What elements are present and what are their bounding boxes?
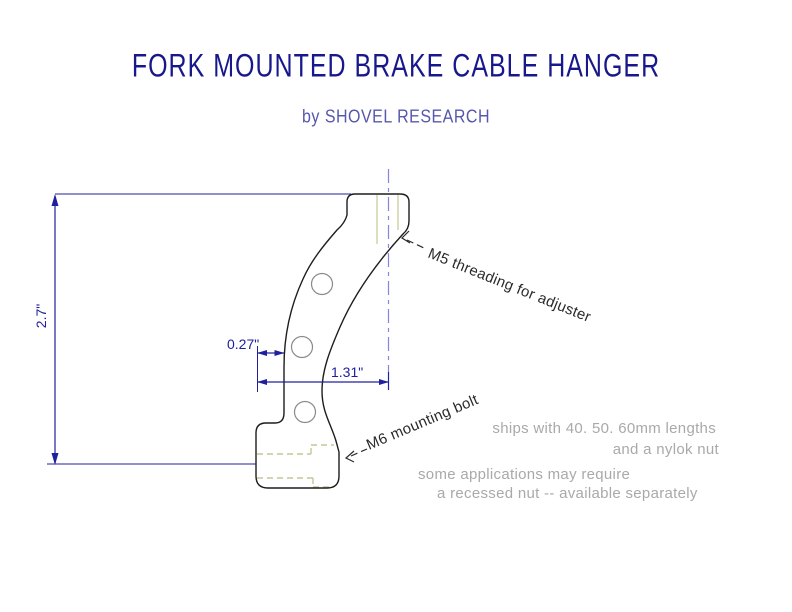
m6-leader-arrow-icon [344,450,355,463]
hidden-line-layer [257,195,399,488]
callout-m6-label: M6 mounting bolt [364,391,481,454]
part-layer [255,193,410,489]
m6-leader-dashes [350,448,368,457]
dim-height-arrow-up [51,194,59,206]
hole-layer [290,272,334,424]
dim-width-arrow-right [379,379,389,385]
dimension-text-layer: 2.7" 0.27" 1.31" [33,304,363,380]
hole-circle-middle [290,335,314,359]
dim-height-label: 2.7" [33,304,49,328]
note-apps-line1: some applications may require [418,466,630,483]
part-outline [255,193,410,489]
note-ships-line2: and a nylok nut [613,441,720,458]
page-subtitle: by SHOVEL RESEARCH [301,107,490,128]
dim-width-arrow-left [257,379,267,385]
m5-leader-arrow-icon [401,230,411,244]
note-ships-line1: ships with 40. 50. 60mm lengths [492,420,716,437]
dim-height-arrow-down [51,453,59,465]
page-title: FORK MOUNTED BRAKE CABLE HANGER [131,47,661,85]
dim-offset-arrow-right [274,350,285,356]
m5-leader-dashes [406,239,425,249]
dim-offset-label: 0.27" [227,336,259,352]
hole-circle-top [310,272,334,296]
callout-leader-layer [344,230,425,463]
notes-layer: ships with 40. 50. 60mm lengths and a ny… [418,420,720,502]
callout-m5-label: M5 threading for adjuster [426,245,594,326]
dimension-arrow-layer [51,194,389,465]
hole-circle-bottom [293,400,317,424]
note-apps-line2: a recessed nut -- available separately [437,485,698,502]
dim-width-label: 1.31" [331,364,363,380]
dim-offset-arrow-left [257,350,267,356]
dimension-line-layer [47,193,390,465]
